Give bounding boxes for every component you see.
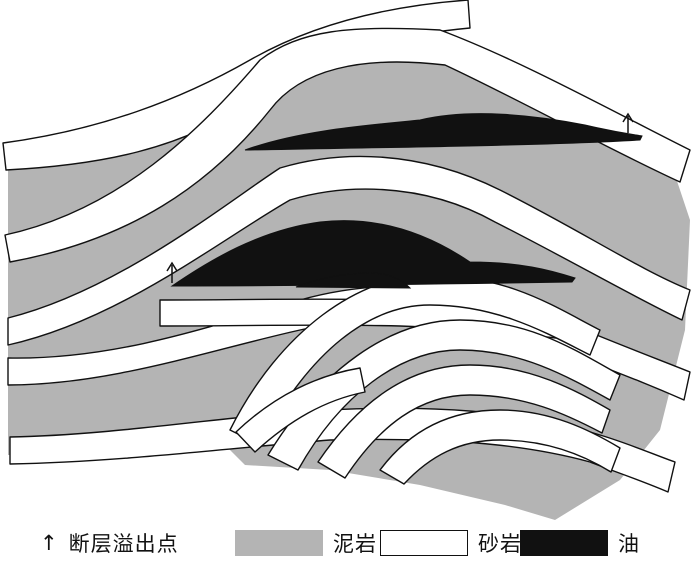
oil-body-lower-secondary	[295, 272, 412, 289]
legend-label-mudstone: 泥岩	[333, 532, 377, 556]
oil-swatch	[520, 530, 608, 556]
sandstone-swatch	[380, 530, 468, 556]
spill-point-markers	[166, 112, 634, 283]
sandstone-arc	[229, 274, 601, 446]
sandstone-arc	[317, 364, 611, 479]
sandstone-bed	[4, 27, 691, 263]
mudstone-swatch	[235, 530, 323, 556]
oil-body-upper	[244, 113, 643, 151]
sandstone-beds	[2, 0, 691, 493]
legend-label-sandstone: 砂岩	[478, 532, 522, 556]
legend-oil: 油	[520, 528, 640, 558]
oil-accumulations	[170, 113, 643, 289]
sandstone-arc	[379, 409, 621, 485]
sandstone-bed	[7, 155, 691, 346]
sandstone-arc	[267, 319, 621, 471]
legend-sandstone: 砂岩	[380, 528, 522, 558]
spill-point-arrow-upper	[622, 112, 634, 133]
legend-fault-spill-point: ↑ 断层溢出点	[40, 528, 179, 558]
legend: ↑ 断层溢出点 泥岩 砂岩 油	[40, 528, 680, 558]
spill-point-arrow-lower	[166, 261, 178, 283]
legend-label-fault-spill-point: 断层溢出点	[68, 532, 179, 556]
legend-mudstone: 泥岩	[235, 528, 377, 558]
up-arrow-icon: ↑	[40, 531, 59, 555]
sandstone-arc	[235, 367, 366, 453]
legend-label-oil: 油	[618, 532, 640, 556]
